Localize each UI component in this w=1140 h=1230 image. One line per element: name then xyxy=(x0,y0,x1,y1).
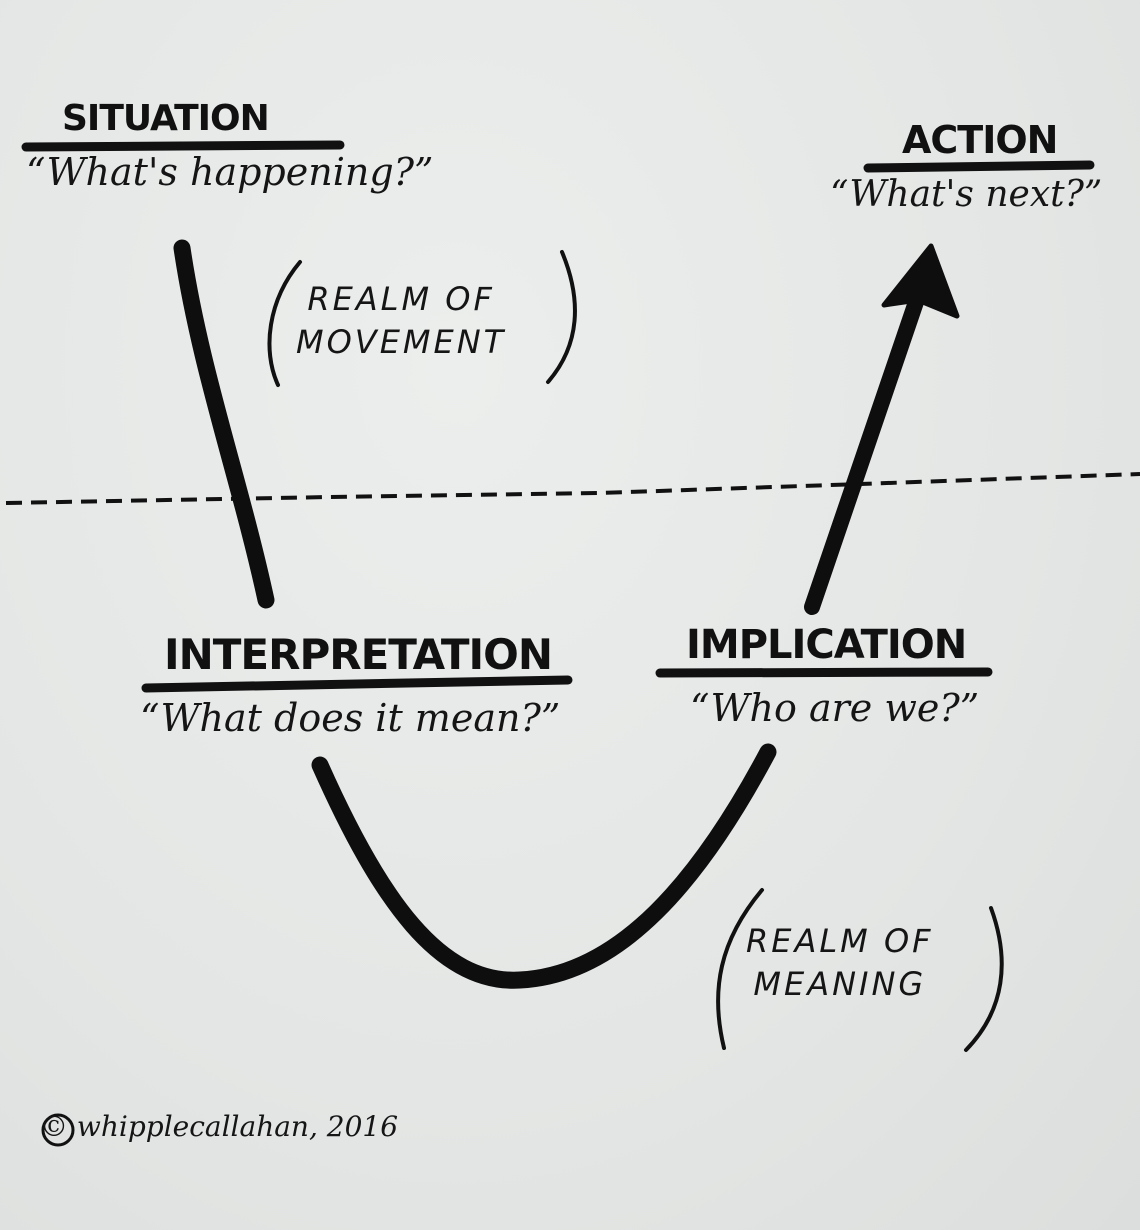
realm-divider-dashed-line xyxy=(5,472,1140,505)
action-underline xyxy=(863,160,1095,173)
situation-underline xyxy=(21,140,345,152)
action-arrowhead-icon xyxy=(881,243,960,319)
realm-of-movement-line1: REALM OF xyxy=(307,280,495,318)
realm-of-meaning-line1: REALM OF xyxy=(746,922,934,960)
action-title: ACTION xyxy=(902,118,1058,162)
realm-of-movement-line2: MOVEMENT xyxy=(296,323,507,362)
movement-open-paren xyxy=(267,260,302,387)
situation-question: “What's happening?” xyxy=(26,150,434,194)
interpretation-question: “What does it mean?” xyxy=(140,696,561,740)
interpretation-to-implication-curve xyxy=(311,743,777,989)
meaning-open-paren xyxy=(716,888,764,1050)
copyright-icon xyxy=(41,1113,75,1147)
implication-to-action-line xyxy=(804,294,924,615)
copyright-credit: © whipplecallahan, 2016 xyxy=(40,1110,399,1143)
movement-close-paren xyxy=(546,250,577,384)
realm-of-meaning-label: REALM OF MEANING xyxy=(746,920,934,1006)
situation-to-interpretation-line xyxy=(173,239,275,609)
interpretation-underline xyxy=(141,675,573,693)
meaning-close-paren xyxy=(964,906,1004,1052)
situation-title: SITUATION xyxy=(62,98,270,139)
implication-title: IMPLICATION xyxy=(686,622,967,668)
realm-of-movement-label: REALM OF MOVEMENT xyxy=(296,278,506,364)
implication-question: “Who are we?” xyxy=(690,686,980,730)
action-question: “What's next?” xyxy=(830,174,1103,215)
implication-underline xyxy=(655,667,993,678)
interpretation-title: INTERPRETATION xyxy=(164,630,553,679)
realm-of-meaning-line2: MEANING xyxy=(753,965,927,1004)
